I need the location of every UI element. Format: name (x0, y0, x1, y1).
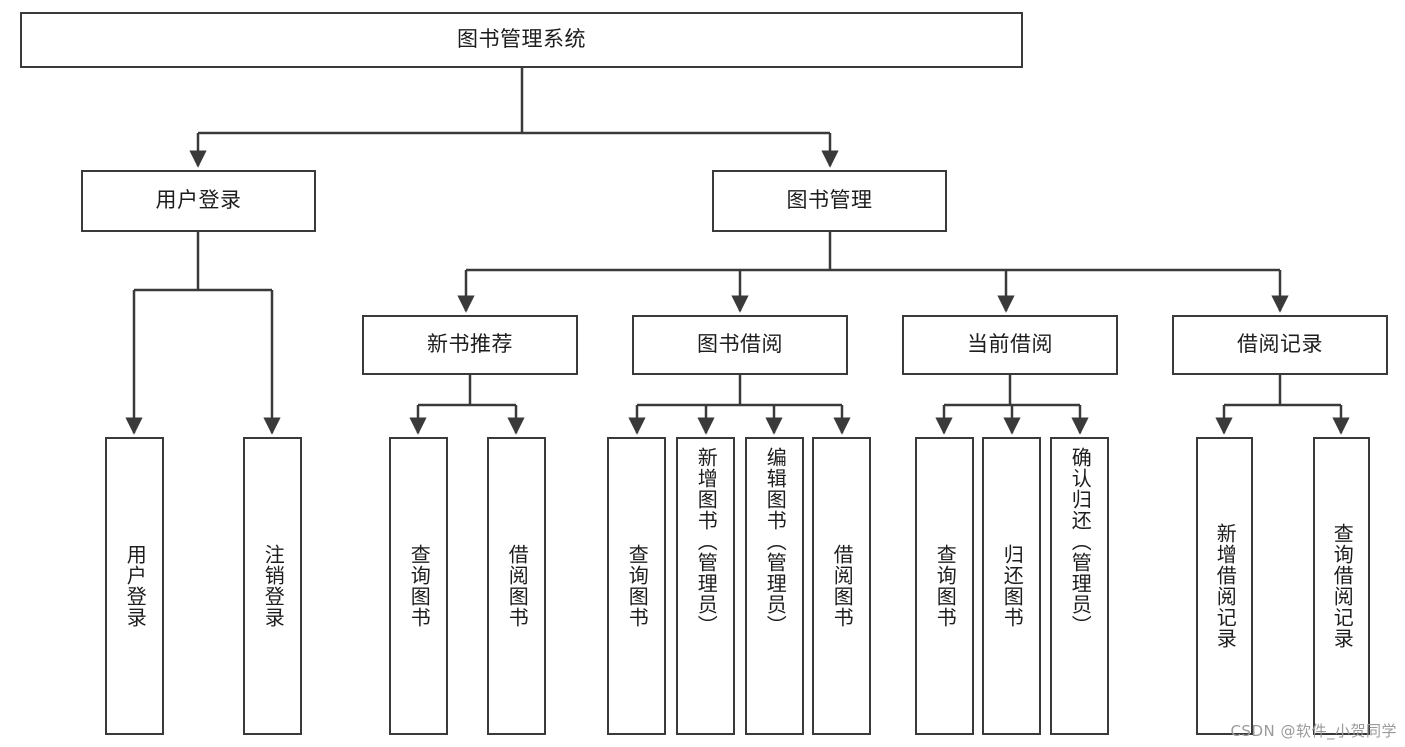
node-book-borrow[interactable]: 图书借阅 (632, 315, 848, 375)
node-borrow-record[interactable]: 借阅记录 (1172, 315, 1388, 375)
node-label: 借阅图书 (830, 544, 855, 628)
node-leaf-borrow-book-recommend[interactable]: 借阅图书 (487, 437, 546, 735)
node-leaf-user-login[interactable]: 用户登录 (105, 437, 164, 735)
node-label: 图书借阅 (697, 332, 783, 357)
node-label: 查询图书 (625, 544, 650, 628)
node-label: 新书推荐 (427, 332, 513, 357)
node-label: 图书管理系统 (457, 27, 586, 52)
node-leaf-confirm-return[interactable]: 确认归还（管理员） (1050, 437, 1109, 735)
node-label: 图书管理 (786, 188, 873, 213)
node-label: 确认归还（管理员） (1068, 447, 1093, 636)
node-label: 借阅图书 (505, 544, 530, 628)
node-leaf-logout-login[interactable]: 注销登录 (243, 437, 302, 735)
node-leaf-add-borrow-record[interactable]: 新增借阅记录 (1196, 437, 1253, 735)
watermark-text: CSDN @软件_小贺同学 (1230, 722, 1397, 740)
node-book-management[interactable]: 图书管理 (712, 170, 947, 232)
node-leaf-query-book-borrow[interactable]: 查询图书 (607, 437, 666, 735)
node-leaf-query-book-current[interactable]: 查询图书 (915, 437, 974, 735)
node-leaf-query-book-recommend[interactable]: 查询图书 (389, 437, 448, 735)
node-label: 查询借阅记录 (1330, 523, 1355, 649)
node-label: 查询图书 (407, 544, 432, 628)
node-label: 新增借阅记录 (1213, 523, 1238, 649)
node-label: 借阅记录 (1237, 332, 1323, 357)
node-label: 用户登录 (155, 188, 242, 213)
node-label: 编辑图书（管理员） (763, 447, 788, 636)
node-leaf-return-book[interactable]: 归还图书 (982, 437, 1041, 735)
node-book-management-system[interactable]: 图书管理系统 (20, 12, 1023, 68)
node-label: 归还图书 (1000, 544, 1025, 628)
node-current-borrow[interactable]: 当前借阅 (902, 315, 1118, 375)
node-leaf-borrow-book[interactable]: 借阅图书 (812, 437, 871, 735)
node-leaf-add-book[interactable]: 新增图书（管理员） (676, 437, 735, 735)
node-label: 当前借阅 (967, 332, 1053, 357)
node-label: 新增图书（管理员） (694, 447, 719, 636)
node-leaf-query-borrow-record[interactable]: 查询借阅记录 (1313, 437, 1370, 735)
node-label: 查询图书 (933, 544, 958, 628)
node-label: 用户登录 (123, 544, 148, 628)
node-user-login[interactable]: 用户登录 (81, 170, 316, 232)
node-new-book-recommend[interactable]: 新书推荐 (362, 315, 578, 375)
node-leaf-edit-book[interactable]: 编辑图书（管理员） (745, 437, 804, 735)
node-label: 注销登录 (261, 544, 286, 628)
